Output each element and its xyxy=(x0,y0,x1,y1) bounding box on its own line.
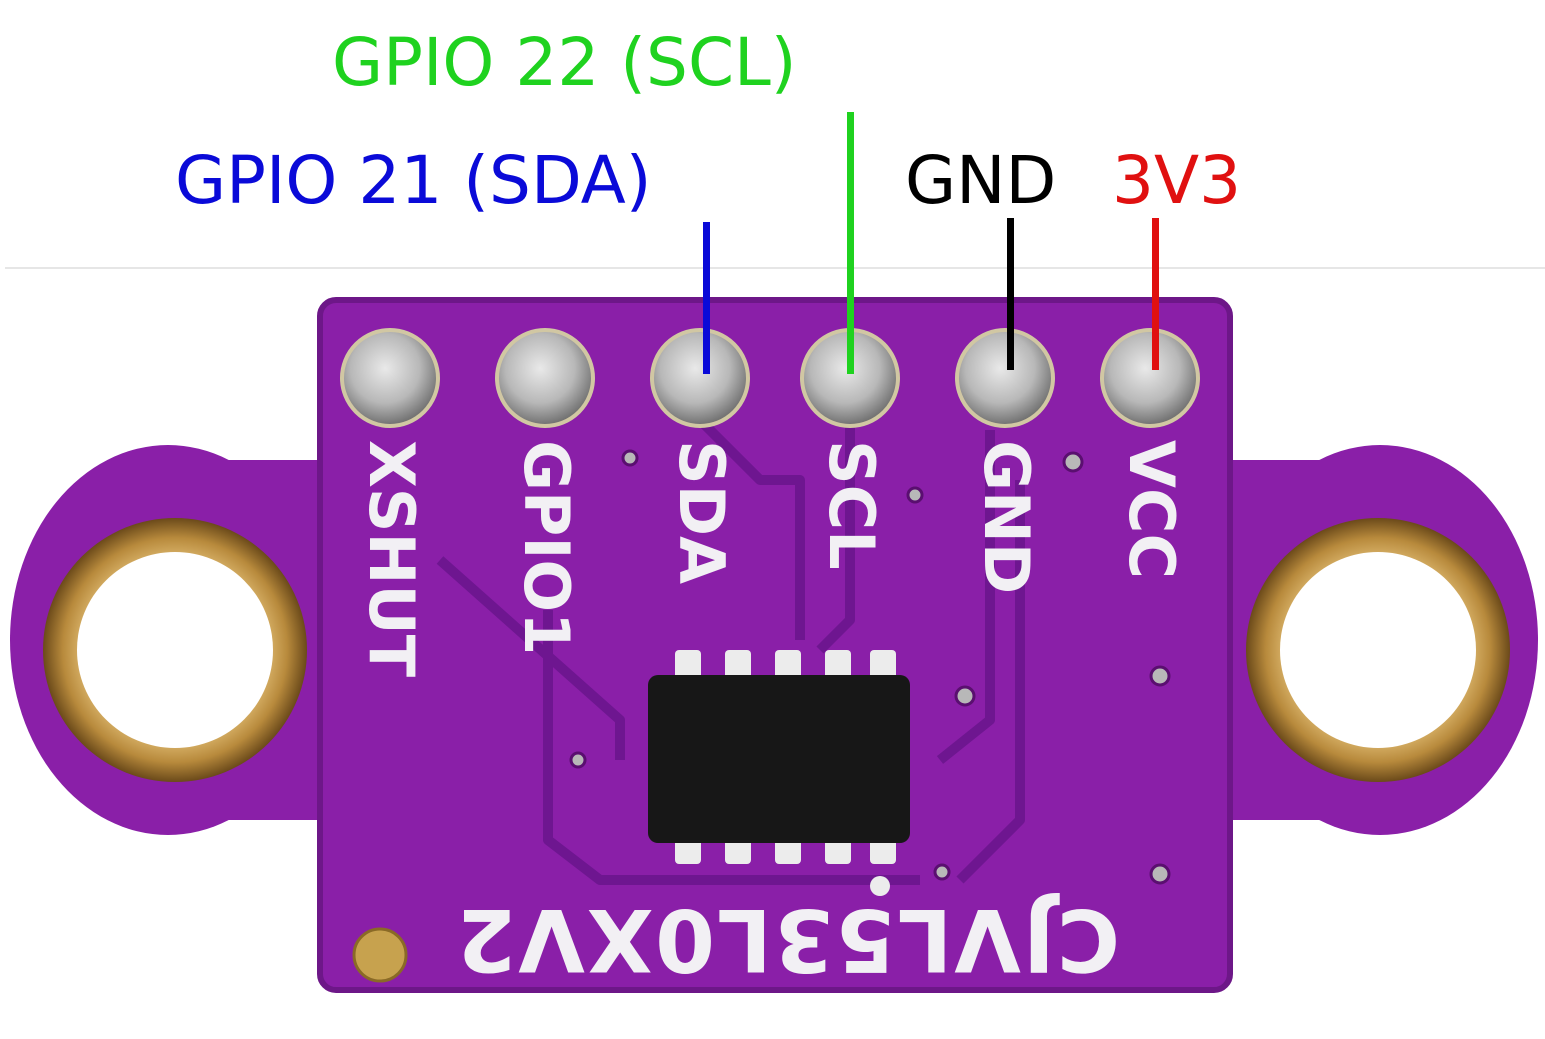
label-sda: GPIO 21 (SDA) xyxy=(175,142,652,219)
wire-scl xyxy=(847,112,854,374)
label-gnd: GND xyxy=(905,142,1057,219)
silk-gnd: GND xyxy=(970,440,1043,594)
mounting-hole-right xyxy=(1246,518,1510,782)
wire-sda xyxy=(703,222,710,374)
mounting-hole-left xyxy=(43,518,307,782)
header-pins xyxy=(340,328,1200,428)
silk-xshut: XSHUT xyxy=(355,440,428,677)
label-3v3: 3V3 xyxy=(1112,142,1242,219)
silk-scl: SCL xyxy=(815,440,888,570)
label-scl: GPIO 22 (SCL) xyxy=(332,24,797,101)
pcb-traces xyxy=(436,416,1025,885)
corner-pad xyxy=(352,927,408,983)
sensor-chip xyxy=(648,650,910,864)
silk-gpio1: GPIO1 xyxy=(510,440,583,655)
vias xyxy=(569,449,1171,885)
wire-gnd xyxy=(1007,218,1014,370)
part-marking: CJVL53L0XV2 xyxy=(455,889,1121,989)
pin1-marker xyxy=(870,876,890,896)
silk-sda: SDA xyxy=(665,440,738,584)
silk-vcc: VCC xyxy=(1115,440,1188,579)
wire-3v3 xyxy=(1152,218,1159,370)
silkscreen-pin-names: XSHUT GPIO1 SDA SCL GND VCC xyxy=(355,440,1188,677)
